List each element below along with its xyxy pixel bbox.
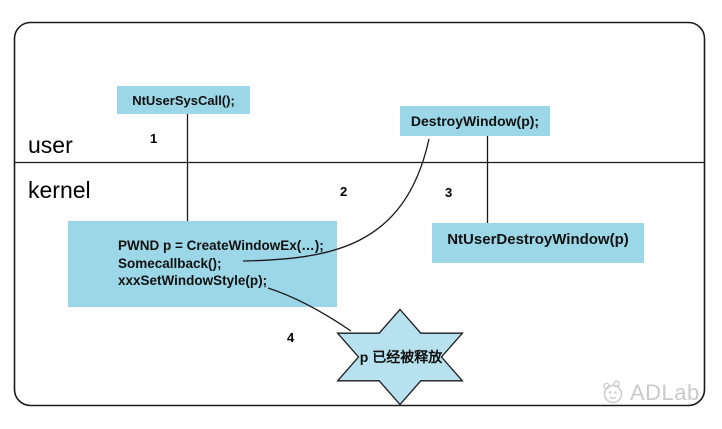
code-line-create-window-ex: PWND p = CreateWindowEx(…); (118, 238, 324, 253)
box-nt-user-sys-call: NtUserSysCall(); (117, 86, 250, 114)
box-nt-user-destroy-window: NtUserDestroyWindow(p) (432, 223, 644, 263)
user-region-label: user (28, 132, 73, 158)
code-line-somecallback: Somecallback(); (118, 255, 222, 271)
watermark-brand-text: ADLab (630, 379, 700, 405)
kernel-region-label: kernel (28, 177, 91, 203)
box-destroy-window: DestroyWindow(p); (400, 106, 550, 136)
code-line-xxx-set-window-style: xxxSetWindowStyle(p); (118, 273, 268, 288)
freed-star-label: p 已经被释放 (359, 349, 443, 365)
step-number-3: 3 (445, 185, 453, 200)
step-number-2: 2 (340, 184, 348, 199)
watermark: ADLab (600, 379, 700, 406)
step-number-4: 4 (287, 330, 295, 345)
box-create-window-ex: PWND p = CreateWindowEx(…); Somecallback… (68, 221, 337, 307)
adlab-logo-icon (603, 380, 623, 404)
step-number-1: 1 (150, 131, 158, 146)
